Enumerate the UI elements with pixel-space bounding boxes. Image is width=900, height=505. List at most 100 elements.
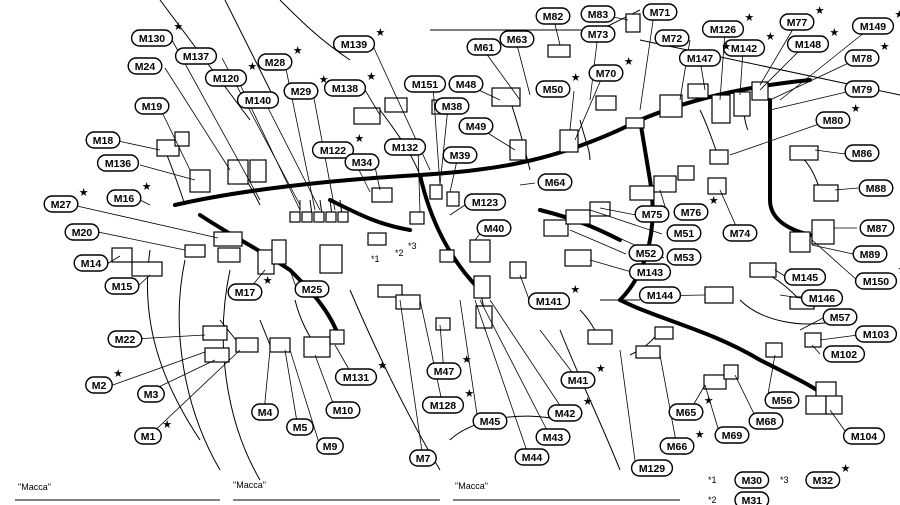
star-icon: ★ bbox=[293, 44, 303, 57]
connector-label-m63: M63 bbox=[499, 30, 535, 48]
connector-id: M5 bbox=[293, 422, 308, 434]
connector-label-m20: M20 bbox=[64, 223, 100, 241]
connector-label-m146: M146 bbox=[800, 289, 844, 307]
connector-label-m131: M131★ bbox=[334, 359, 387, 386]
connector-label-m42: M42★ bbox=[547, 395, 593, 422]
connector-label-m103: M103 bbox=[854, 325, 898, 343]
connector-label-m139: M139★ bbox=[332, 26, 385, 53]
connector-id: M71 bbox=[650, 7, 671, 19]
footnote-mark: *1 bbox=[708, 475, 717, 485]
connector-label-m123: M123 bbox=[463, 193, 507, 211]
connector-id: M52 bbox=[636, 248, 657, 260]
connector-label-m7: M7 bbox=[409, 449, 437, 467]
connectors bbox=[111, 13, 843, 415]
star-icon: ★ bbox=[880, 40, 890, 53]
star-icon: ★ bbox=[354, 132, 364, 145]
footnote-id: M30 bbox=[742, 475, 763, 487]
connector-label-m22: M22 bbox=[107, 330, 143, 348]
connector-label-m144: M144 bbox=[638, 286, 682, 304]
footnote-mark: *2 bbox=[708, 495, 717, 505]
connector-label-m14: M14 bbox=[73, 254, 109, 272]
connector-label-m50: M50★ bbox=[535, 71, 581, 98]
connector-id: M20 bbox=[72, 227, 93, 239]
connector-id: M86 bbox=[852, 148, 873, 160]
connector-id: M19 bbox=[142, 101, 163, 113]
star-icon: ★ bbox=[829, 26, 839, 39]
connector-label-m1: M1★ bbox=[134, 418, 172, 445]
connector-id: M17 bbox=[235, 287, 256, 299]
connector-label-m80: M80★ bbox=[815, 102, 861, 129]
star-icon: ★ bbox=[571, 71, 581, 84]
star-icon: ★ bbox=[462, 353, 472, 366]
connector-label-m40: M40 bbox=[476, 219, 512, 237]
connector-label-m136: M136 bbox=[96, 154, 140, 172]
connector-id: M39 bbox=[450, 150, 471, 162]
leader-lines bbox=[76, 13, 871, 469]
connector-label-m43: M43 bbox=[535, 428, 571, 446]
connector-label-m68: M68 bbox=[748, 412, 784, 430]
connector-id: M150 bbox=[863, 276, 889, 288]
connector-id: M47 bbox=[434, 366, 455, 378]
connector-label-m17: M17 ★ bbox=[227, 274, 273, 301]
star-icon: ★ bbox=[375, 26, 385, 39]
connector-label-m75: M75 bbox=[634, 205, 670, 223]
ground-caption-left: "Macca" bbox=[18, 482, 51, 492]
connector-label-m45: M45 bbox=[472, 412, 508, 430]
connector-id: M15 bbox=[112, 281, 133, 293]
star-icon: ★ bbox=[319, 73, 329, 86]
connector-label-m76: M76★ bbox=[673, 194, 719, 221]
connector-id: M18 bbox=[93, 135, 114, 147]
connector-label-m19: M19 bbox=[134, 97, 170, 115]
connector-label-m148: M148★ bbox=[786, 26, 839, 53]
connector-label-m5: M5 bbox=[286, 418, 314, 436]
connector-id: M83 bbox=[588, 9, 609, 21]
connector-id: M61 bbox=[474, 42, 495, 54]
connector-id: M145 bbox=[792, 272, 818, 284]
connector-label-m82: M82 bbox=[535, 7, 571, 25]
connector-id: M45 bbox=[480, 416, 501, 428]
connector-id: M80 bbox=[823, 115, 844, 127]
connector-id: M28 bbox=[265, 57, 286, 69]
connector-id: M7 bbox=[416, 453, 431, 465]
connector-label-m141: M141★ bbox=[527, 283, 580, 310]
connector-label-m72: M72 bbox=[654, 29, 690, 47]
connector-label-m130: M130★ bbox=[130, 20, 183, 47]
connector-label-m143: M143 bbox=[628, 263, 672, 281]
connector-label-m126: M126★ bbox=[701, 11, 754, 38]
connector-label-m142: M142★ bbox=[722, 30, 775, 57]
star-icon: ★ bbox=[624, 55, 634, 68]
connector-label-m128: M128★ bbox=[421, 387, 474, 414]
connector-label-m150: M150★ bbox=[854, 263, 900, 290]
star-icon: ★ bbox=[263, 274, 273, 287]
connector-id: M78 bbox=[852, 53, 873, 65]
connector-id: M87 bbox=[867, 223, 888, 235]
connector-id: M27 bbox=[51, 199, 72, 211]
connector-id: M149 bbox=[860, 21, 886, 33]
connector-id: M147 bbox=[687, 53, 713, 65]
connector-id: M1 bbox=[141, 431, 156, 443]
star-icon: ★ bbox=[721, 40, 731, 53]
connector-label-m102: M102 bbox=[822, 345, 866, 363]
footnote-label-box bbox=[734, 491, 770, 505]
connector-id: M151 bbox=[412, 79, 438, 91]
connector-id: M44 bbox=[522, 452, 543, 464]
connector-id: M128 bbox=[430, 400, 456, 412]
connector-id: M70 bbox=[596, 68, 617, 80]
connector-label-m47: M47 ★ bbox=[426, 353, 472, 380]
connector-id: M34 bbox=[352, 157, 373, 169]
footnote-id: M31 bbox=[742, 495, 763, 505]
inline-marks: *1 *2 *3 bbox=[371, 241, 417, 264]
connector-id: M51 bbox=[674, 228, 695, 240]
connector-id: M131 bbox=[343, 372, 369, 384]
connector-id: M10 bbox=[333, 405, 354, 417]
connector-label-m122: M122★ bbox=[311, 132, 364, 159]
connector-label-m18: M18 bbox=[85, 131, 121, 149]
connector-label-m74: M74 bbox=[722, 224, 758, 242]
connector-label-m49: M49 bbox=[458, 117, 494, 135]
connector-id: M76 bbox=[681, 207, 702, 219]
connector-id: M38 bbox=[442, 101, 463, 113]
star-icon: ★ bbox=[815, 4, 825, 17]
connector-id: M43 bbox=[543, 432, 564, 444]
connector-label-m132: M132 bbox=[383, 138, 427, 156]
